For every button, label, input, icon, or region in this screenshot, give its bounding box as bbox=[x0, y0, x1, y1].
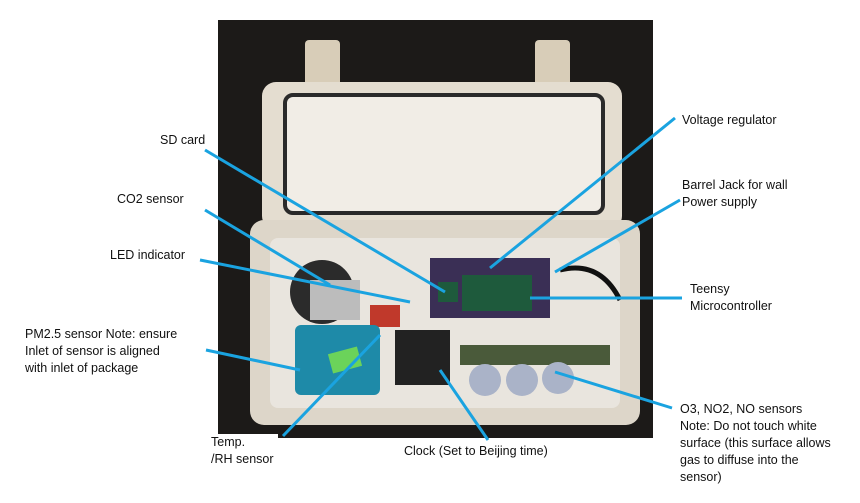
label-gas-sensors: O3, NO2, NO sensors Note: Do not touch w… bbox=[680, 402, 831, 484]
gas-sensor-board bbox=[460, 345, 610, 365]
clock-module bbox=[395, 330, 450, 385]
gas-sensor-3 bbox=[542, 362, 574, 394]
callout-line-led bbox=[199, 258, 411, 304]
label-led-indicator: LED indicator bbox=[110, 248, 186, 262]
sd-card-board bbox=[438, 282, 458, 302]
callout-line-temp-rh bbox=[281, 333, 382, 438]
teensy-board bbox=[462, 275, 532, 311]
callout-line-pm25 bbox=[205, 348, 301, 372]
label-teensy: Teensy Microcontroller bbox=[690, 282, 772, 313]
power-cable bbox=[559, 265, 623, 302]
callout-line-sd-card bbox=[204, 148, 446, 294]
temp-rh-board bbox=[370, 305, 400, 327]
pm25-sticker bbox=[327, 346, 363, 374]
label-barrel-jack: Barrel Jack for wall Power supply bbox=[682, 178, 788, 209]
hinge-left bbox=[305, 40, 340, 90]
gas-sensor-1 bbox=[469, 364, 501, 396]
callout-line-gas bbox=[554, 370, 673, 410]
lid-gasket bbox=[283, 93, 605, 215]
callout-line-clock bbox=[438, 369, 490, 441]
hinge-right bbox=[535, 40, 570, 90]
label-voltage-regulator: Voltage regulator bbox=[682, 113, 777, 127]
callout-line-voltage bbox=[489, 116, 676, 270]
label-sd-card: SD card bbox=[160, 133, 206, 147]
gas-sensor-2 bbox=[506, 364, 538, 396]
callout-line-co2 bbox=[204, 208, 331, 287]
callout-line-barrel bbox=[554, 198, 681, 274]
label-temp-rh-sensor: Temp. /RH sensor bbox=[207, 434, 278, 468]
label-co2-sensor: CO2 sensor bbox=[117, 192, 184, 206]
label-clock: Clock (Set to Beijing time) bbox=[398, 443, 554, 460]
label-pm25-sensor: PM2.5 sensor Note: ensure Inlet of senso… bbox=[25, 327, 178, 375]
